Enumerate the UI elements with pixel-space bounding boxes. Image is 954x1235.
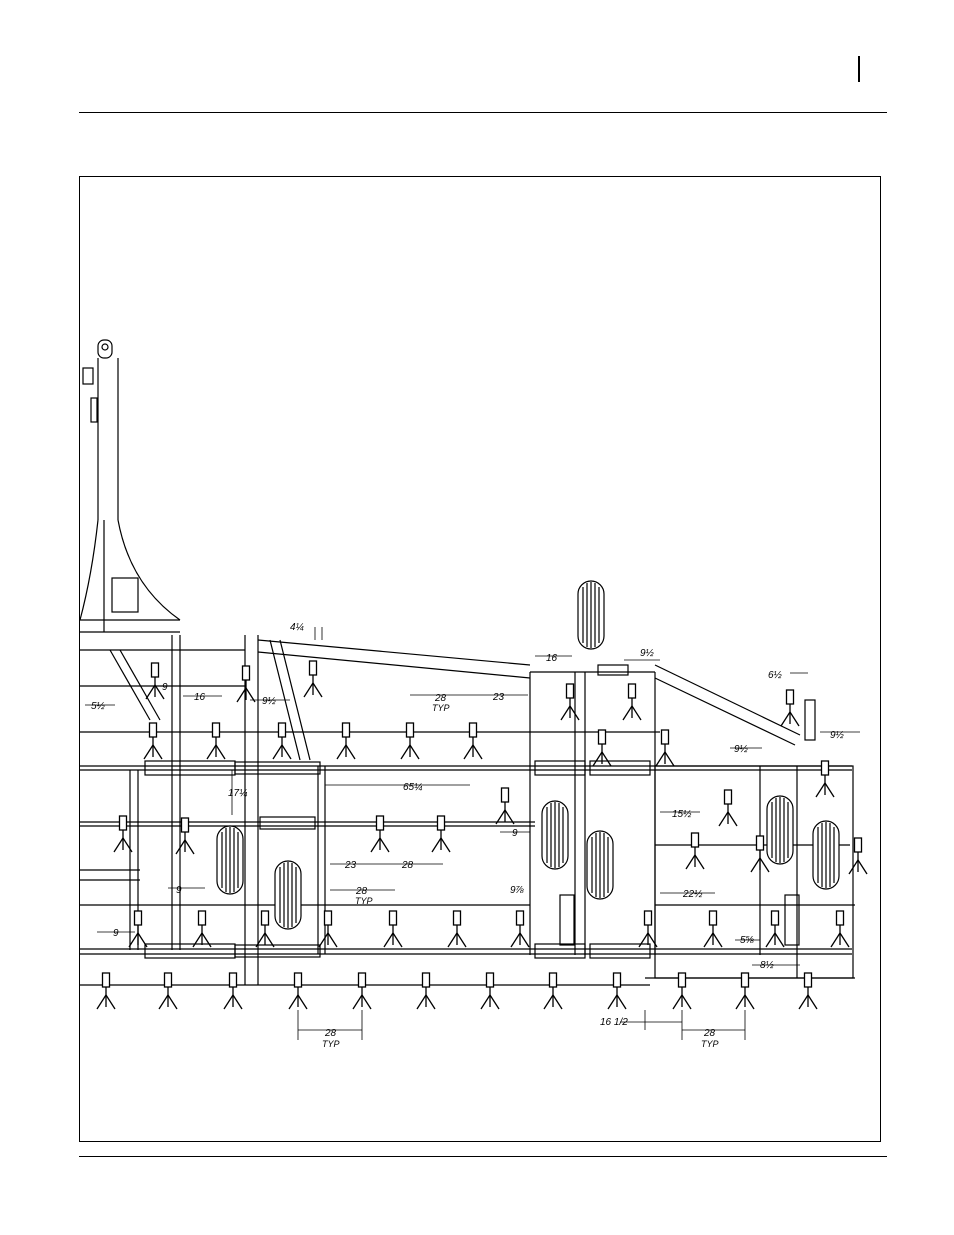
- dim-9-bottom-left: 9: [113, 928, 119, 939]
- typ-label-top: TYP: [432, 703, 450, 713]
- dim-4-1-4: 4¼: [290, 621, 304, 633]
- dim-9-top-left: 9: [162, 682, 168, 693]
- dim-17-1-4: 17¼: [228, 787, 247, 799]
- dim-9-1-2-right: 9½: [830, 730, 845, 741]
- dim-23-mid: 23: [344, 860, 357, 871]
- implement-frame: [80, 635, 855, 985]
- dim-5-5-8: 5⅝: [740, 935, 755, 946]
- center-tire-right: [587, 831, 613, 899]
- dim-5-1-2: 5½: [91, 701, 106, 712]
- dim-23-top: 23: [492, 692, 505, 703]
- dim-22-1-2: 22½: [682, 889, 703, 900]
- typ-label-bottom-left: TYP: [322, 1039, 340, 1049]
- dim-28-mid: 28: [401, 860, 414, 871]
- dim-28-typ-bottom-left: 28: [324, 1028, 337, 1039]
- shank-row-1: [146, 661, 799, 726]
- dim-9-lower: 9: [176, 885, 182, 896]
- wing-tire-right: [813, 821, 839, 889]
- frame-tire-inner: [217, 826, 243, 894]
- dim-6-1-2: 6½: [768, 670, 783, 681]
- dim-28-typ-bottom-right: 28: [703, 1028, 716, 1039]
- dim-9-mid: 9: [512, 828, 518, 839]
- dim-9-1-2-left: 9½: [262, 696, 277, 707]
- dim-65-1-4: 65¼: [403, 781, 422, 793]
- hitch-tongue: [80, 340, 180, 632]
- dim-16-top: 16: [546, 653, 558, 664]
- dim-8-1-2: 8½: [760, 960, 775, 971]
- gauge-wheel-tire: [578, 581, 604, 649]
- dim-9-1-2-mid: 9½: [734, 744, 749, 755]
- frame-tire: [275, 861, 301, 929]
- typ-label-mid: TYP: [355, 896, 373, 906]
- dim-9-1-2-top: 9½: [640, 648, 655, 659]
- center-tire-left: [542, 801, 568, 869]
- dim-15-1-2: 15½: [672, 809, 692, 820]
- dim-16-1-2: 16 1/2: [600, 1017, 628, 1028]
- typ-label-bottom-right: TYP: [701, 1039, 719, 1049]
- dim-16-left: 16: [194, 692, 206, 703]
- wing-tire-left: [767, 796, 793, 864]
- dim-9-7-8: 9⅞: [510, 885, 525, 896]
